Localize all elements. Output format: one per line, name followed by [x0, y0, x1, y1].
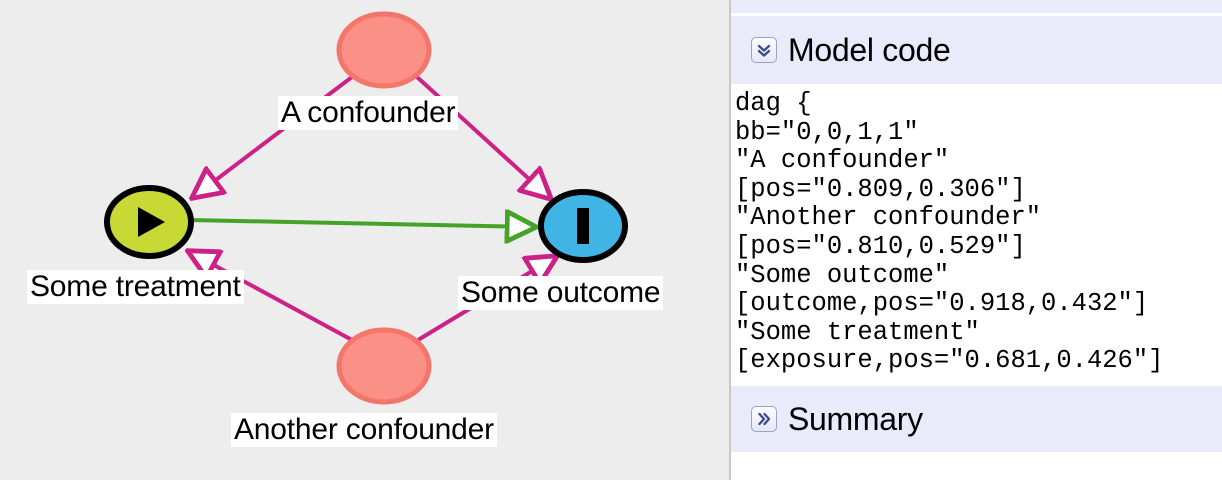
side-panel-bottom-fill — [731, 452, 1222, 480]
model-code-text[interactable]: dag { bb="0,0,1,1" "A confounder" [pos="… — [735, 89, 1164, 376]
dag-graph-canvas[interactable]: A confounder Another confounder Some tre… — [0, 0, 729, 480]
accordion-header-model-code[interactable]: Model code — [731, 16, 1222, 84]
panel-divider[interactable] — [729, 0, 731, 480]
exposure-play-icon — [138, 207, 165, 237]
accordion-title-summary: Summary — [788, 401, 923, 437]
node-label-some-treatment[interactable]: Some treatment — [27, 270, 244, 304]
accordion-title-model-code: Model code — [788, 32, 951, 68]
node-another-confounder[interactable] — [336, 327, 432, 405]
node-label-a-confounder[interactable]: A confounder — [278, 96, 459, 130]
node-label-some-outcome[interactable]: Some outcome — [458, 276, 664, 310]
outcome-bar-icon — [577, 208, 589, 244]
chevron-double-down-icon[interactable] — [751, 37, 777, 63]
accordion-header-summary[interactable]: Summary — [731, 386, 1222, 452]
model-code-body[interactable]: dag { bb="0,0,1,1" "A confounder" [pos="… — [731, 84, 1222, 384]
node-a-confounder[interactable] — [336, 11, 432, 89]
edge-another-confounder-to-some-treatment[interactable] — [188, 251, 353, 342]
node-some-outcome[interactable] — [538, 189, 628, 263]
side-panel: Model code dag { bb="0,0,1,1" "A confoun… — [731, 0, 1222, 480]
dag-graph-svg — [104, 11, 628, 405]
edge-some-treatment-to-some-outcome[interactable] — [189, 220, 536, 227]
another-confounder-ellipse[interactable] — [336, 327, 432, 405]
node-some-treatment[interactable] — [104, 185, 194, 259]
a-confounder-ellipse[interactable] — [336, 11, 432, 89]
accordion-top-strip — [731, 0, 1222, 13]
chevron-double-right-icon[interactable] — [751, 406, 777, 432]
node-label-another-confounder[interactable]: Another confounder — [231, 413, 497, 447]
